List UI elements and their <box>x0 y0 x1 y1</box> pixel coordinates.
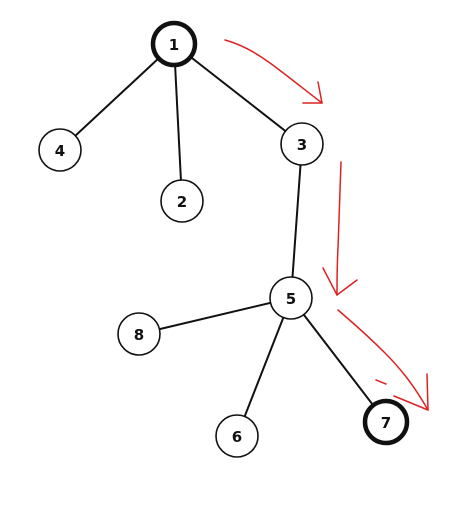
node-3: 3 <box>280 122 324 166</box>
node-2-circle <box>160 179 204 223</box>
node-4-label: 4 <box>55 142 65 160</box>
edge-5-8 <box>138 297 292 335</box>
node-4-circle <box>38 128 82 172</box>
edge-1-3 <box>173 43 303 145</box>
path-arrow-3-5-shaft <box>336 161 342 296</box>
node-1-label: 1 <box>169 36 179 54</box>
node-1-circle <box>150 20 198 68</box>
node-2-label: 2 <box>177 193 187 211</box>
node-7-label: 7 <box>381 414 391 432</box>
node-2: 2 <box>160 179 204 223</box>
path-arrow-3-5-head <box>322 267 358 296</box>
node-4: 4 <box>38 128 82 172</box>
node-7-circle <box>362 398 410 446</box>
node-6: 6 <box>215 414 259 458</box>
node-8-label: 8 <box>134 326 144 344</box>
node-3-label: 3 <box>297 136 307 154</box>
path-arrow-5-7-shaft <box>337 309 429 411</box>
edge-1-4 <box>59 43 175 151</box>
node-8-circle <box>117 312 161 356</box>
path-arrow-1-3 <box>224 39 323 104</box>
path-arrow-5-7 <box>337 309 429 411</box>
edges-layer <box>59 43 387 437</box>
node-1: 1 <box>150 20 198 68</box>
node-6-circle <box>215 414 259 458</box>
node-6-label: 6 <box>232 428 242 446</box>
edge-3-5 <box>290 143 303 299</box>
node-5: 5 <box>269 276 313 320</box>
node-8: 8 <box>117 312 161 356</box>
node-3-circle <box>280 122 324 166</box>
path-arrows-layer <box>224 39 429 411</box>
path-arrow-3-5 <box>322 161 358 296</box>
path-arrow-1-3-head <box>302 81 323 104</box>
nodes-layer: 1 4 2 3 5 8 6 7 <box>38 20 410 458</box>
node-5-label: 5 <box>286 290 296 308</box>
node-5-circle <box>269 276 313 320</box>
path-arrow-5-7-head <box>375 373 429 411</box>
path-arrow-1-3-shaft <box>224 39 323 104</box>
node-7: 7 <box>362 398 410 446</box>
edge-5-7 <box>290 297 387 423</box>
edge-5-6 <box>236 297 292 437</box>
edge-1-2 <box>173 43 183 202</box>
